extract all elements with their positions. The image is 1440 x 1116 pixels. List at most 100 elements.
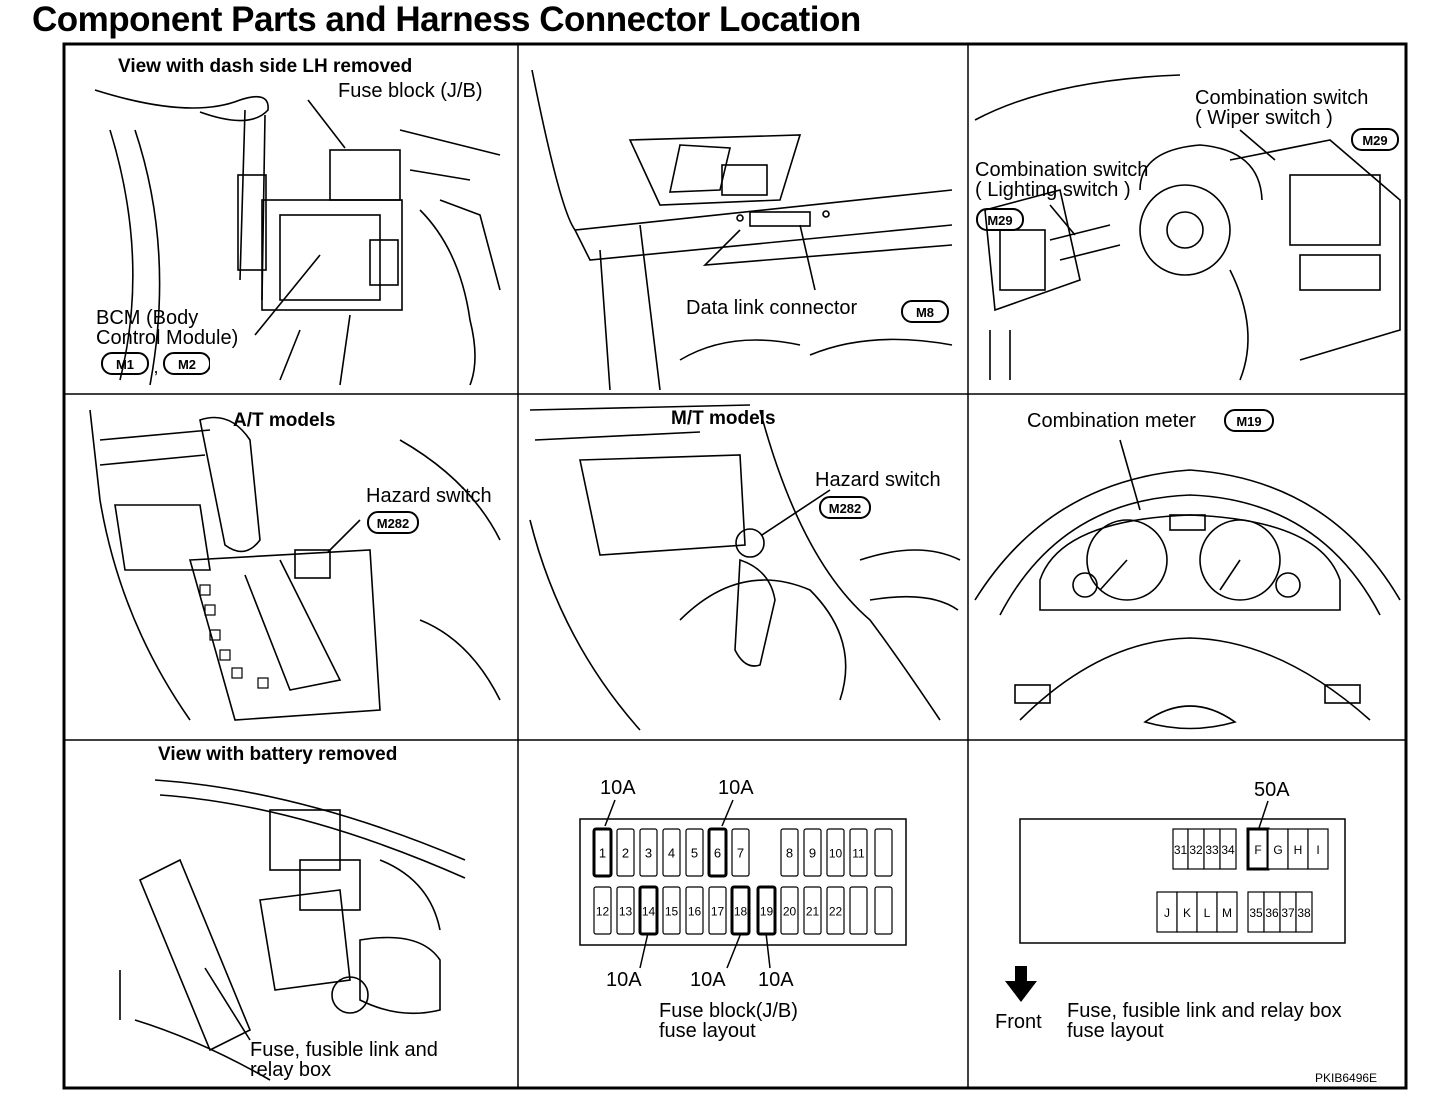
jb-bottom-fuse-blank-11 [849,886,868,935]
jb-amp-top-left: 10A [600,777,636,799]
battery-label-line2: relay box [250,1059,332,1081]
jb-top-fuse-6: 6 [707,827,728,878]
battery-label-line1: Fuse, fusible link and [250,1039,438,1061]
relay-top-fuse-label: 34 [1221,843,1235,857]
jb-bottom-fuse-13: 13 [616,886,635,935]
dash-illustration [94,89,501,386]
jb-top-fuse-1: 1 [592,827,613,878]
mt-heading: M/T models [671,408,776,429]
jb-top-fuse-label: 7 [737,846,744,861]
diagram-frame [62,42,1408,1090]
jb-top-fuse-7: 7 [731,828,750,877]
jb-bottom-fuse-blank-12 [874,886,893,935]
fuse-block-label: Fuse block (J/B) [338,80,483,102]
jb-top-fuse-label: 4 [668,846,675,861]
relay-top-fuse-G: G [1267,828,1289,870]
lighting-switch-label-line2: ( Lighting switch ) [975,179,1131,201]
connector-m1: M1 [116,357,134,372]
dlc-label: Data link connector [686,297,858,319]
relay-bottom-fuse-K: K [1176,891,1198,933]
bcm-connectors: M1 , M2 [101,352,210,377]
jb-bottom-fuse-label: 21 [806,905,820,919]
jb-bottom-fuse-label: 22 [829,905,843,919]
relay-bottom-fuse-label: M [1222,906,1232,920]
battery-heading: View with battery removed [158,744,398,765]
relay-bottom-fuse-label: K [1183,906,1191,920]
dlc-connector: M8 [901,300,949,323]
relay-bottom-fuse-37: 37 [1279,891,1297,933]
jb-top-fuse-8: 8 [780,828,799,877]
jb-top-fuse-10: 10 [826,828,845,877]
at-hazard-label: Hazard switch [366,485,492,507]
wiper-switch-label-line2: ( Wiper switch ) [1195,107,1333,129]
jb-bottom-fuse-12: 12 [593,886,612,935]
connector-m2: M2 [178,357,196,372]
mt-hazard-label: Hazard switch [815,469,941,491]
connector-m19: M19 [1236,414,1261,429]
bcm-label-line1: BCM (Body [96,307,199,329]
relay-caption-line1: Fuse, fusible link and relay box [1067,1000,1342,1022]
relay-amp-leader [1258,800,1269,829]
jb-top-fuse-9: 9 [803,828,822,877]
jb-bottom-fuse-18: 18 [730,885,751,936]
connector-m282-mt: M282 [829,501,862,516]
relay-bottom-fuse-J: J [1156,891,1178,933]
mt-illustration [529,404,961,731]
jb-bottom-fuse-17: 17 [708,886,727,935]
page-title: Component Parts and Harness Connector Lo… [32,0,861,39]
relay-top-fuse-H: H [1287,828,1309,870]
jb-top-fuse-label: 9 [809,846,816,861]
jb-bottom-fuse-19: 19 [756,885,777,936]
at-illustration [89,409,501,721]
jb-amp-leaders [604,799,771,969]
jb-bottom-fuse-20: 20 [780,886,799,935]
jb-bottom-fuse-15: 15 [662,886,681,935]
relay-bottom-fuse-M: M [1216,891,1238,933]
wiper-switch-label-line1: Combination switch [1195,87,1369,109]
jb-caption-line2: fuse layout [659,1020,756,1042]
jb-top-fuse-label: 5 [691,846,698,861]
connector-m8: M8 [916,305,934,320]
jb-top-fuse-5: 5 [685,828,704,877]
jb-top-fuse-label: 11 [852,847,865,861]
relay-bottom-fuse-label: 35 [1249,906,1263,920]
jb-bottom-fuse-label: 20 [783,905,797,919]
jb-amp-bottom-2: 10A [690,969,726,991]
at-hazard-connector: M282 [367,511,419,534]
jb-caption-line1: Fuse block(J/B) [659,1000,798,1022]
jb-amp-top-right: 10A [718,777,754,799]
front-arrow-icon [1005,966,1037,1002]
jb-bottom-fuse-label: 18 [734,905,748,919]
relay-caption-line2: fuse layout [1067,1020,1164,1042]
jb-bottom-fuse-label: 15 [665,905,679,919]
jb-bottom-fuse-21: 21 [803,886,822,935]
jb-bottom-fuse-14: 14 [638,885,659,936]
relay-top-fuse-label: G [1273,843,1282,857]
jb-bottom-fuse-22: 22 [826,886,845,935]
lighting-switch-label-line1: Combination switch [975,159,1149,181]
jb-top-fuse-4: 4 [662,828,681,877]
jb-top-fuse-label: 2 [622,846,629,861]
jb-top-fuse-label: 8 [786,846,793,861]
jb-top-fuse-label: 1 [599,846,606,861]
relay-top-fuse-F: F [1246,827,1270,871]
connector-m29-lighting: M29 [987,213,1012,228]
front-label: Front [995,1011,1042,1033]
relay-top-fuse-I: I [1307,828,1329,870]
jb-bottom-fuse-label: 13 [619,905,633,919]
relay-top-fuse-label: I [1316,843,1319,857]
figure-id: PKIB6496E [1315,1071,1378,1085]
jb-bottom-fuse-label: 14 [642,905,656,919]
relay-top-fuse-31: 31 [1172,828,1189,870]
relay-bottom-fuse-38: 38 [1295,891,1313,933]
jb-bottom-fuse-16: 16 [685,886,704,935]
relay-bottom-fuse-label: L [1204,906,1211,920]
comb-switch-illustration [974,74,1401,381]
relay-top-fuse-32: 32 [1187,828,1205,870]
meter-illustration [974,439,1401,730]
relay-top-fuse-label: F [1254,843,1261,857]
relay-top-fuse-33: 33 [1203,828,1221,870]
